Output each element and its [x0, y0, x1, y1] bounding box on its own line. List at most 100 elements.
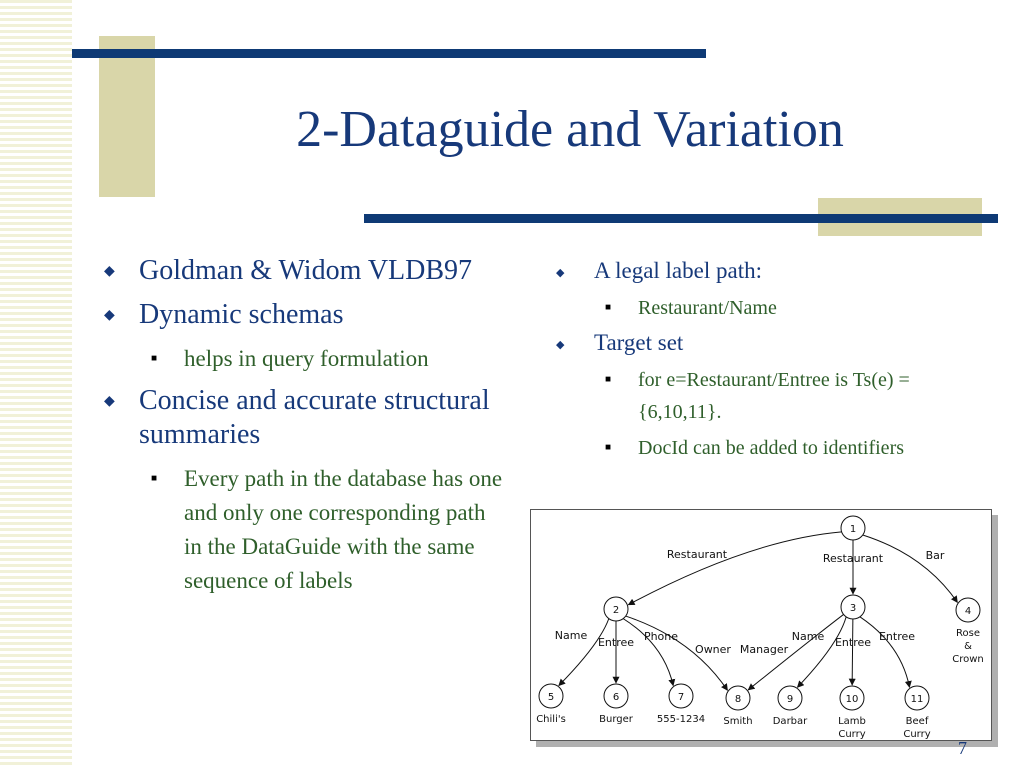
sub-bullet-text: for e=Restaurant/Entree is Ts(e) = {6,10…: [638, 369, 910, 423]
title-bottom-rule: [364, 214, 998, 223]
node-caption: Beef: [906, 716, 929, 727]
node-id: 4: [965, 606, 971, 617]
node-caption: Rose: [956, 628, 980, 639]
square-bullet-icon: ■: [605, 442, 612, 453]
node-caption: Chili's: [536, 714, 566, 725]
node-circle: [904, 685, 930, 711]
diamond-bullet-icon: ◆: [104, 308, 115, 323]
diamond-bullet-icon: ◆: [556, 267, 565, 279]
tree-edge-2-7: [622, 618, 676, 687]
node-caption: Curry: [838, 729, 865, 740]
tree-node-2: 2: [603, 596, 629, 622]
edge-label: Entree: [879, 630, 915, 643]
edge-label: Restaurant: [667, 548, 728, 561]
striped-margin-decoration: [0, 0, 72, 768]
node-circle: [840, 594, 866, 620]
node-caption: Curry: [903, 729, 930, 740]
node-id: 7: [678, 692, 684, 703]
node-circle: [603, 683, 629, 709]
right-bullet-column: ◆ A legal label path: ■ Restaurant/Name …: [556, 256, 996, 468]
edge-label: Entree: [835, 636, 871, 649]
sub-bullet-item: ■ helps in query formulation: [151, 342, 504, 376]
node-caption: Lamb: [838, 716, 866, 727]
node-circle: [725, 685, 751, 711]
bullet-item: ◆ Target set: [556, 328, 996, 358]
node-id: 10: [846, 694, 859, 705]
edge-label: Phone: [644, 630, 678, 643]
tree-node-3: 3: [840, 594, 866, 620]
bullet-text: Goldman & Widom VLDB97: [139, 255, 473, 286]
sub-bullet-item: ■ DocId can be added to identifiers: [605, 432, 996, 464]
edge-label: Restaurant: [823, 552, 884, 565]
node-id: 5: [548, 692, 554, 703]
bullet-item: ◆ Goldman & Widom VLDB97: [104, 254, 504, 288]
sub-bullet-text: Restaurant/Name: [638, 297, 777, 319]
node-caption: &: [964, 641, 972, 652]
node-id: 1: [850, 524, 856, 535]
edge-label: Bar: [926, 549, 945, 562]
node-id: 11: [911, 694, 924, 705]
node-circle: [777, 685, 803, 711]
sub-bullet-item: ■ Restaurant/Name: [605, 292, 996, 324]
tree-edge-3-11: [859, 616, 912, 689]
tree-edge-1-4: [862, 534, 958, 604]
slide-title: 2-Dataguide and Variation: [296, 101, 844, 158]
edge-label: Name: [555, 629, 588, 642]
node-circle: [840, 515, 866, 541]
node-circle: [603, 596, 629, 622]
tree-node-1: 1: [840, 515, 866, 541]
node-id: 3: [850, 603, 856, 614]
edge-label: Name: [792, 630, 825, 643]
diamond-bullet-icon: ◆: [104, 264, 115, 279]
diamond-bullet-icon: ◆: [104, 394, 115, 409]
tree-edge-3-8: [747, 614, 844, 691]
slide-number: 7: [958, 738, 967, 758]
tree-edge-2-8: [625, 615, 728, 691]
square-bullet-icon: ■: [151, 473, 158, 484]
sub-bullet-item: ■ for e=Restaurant/Entree is Ts(e) = {6,…: [605, 364, 996, 428]
bullet-item: ◆ Dynamic schemas: [104, 298, 504, 332]
bullet-item: ◆ A legal label path:: [556, 256, 996, 286]
sub-bullet-text: helps in query formulation: [184, 346, 429, 371]
title-top-rule: [72, 49, 706, 58]
node-caption: Burger: [599, 714, 634, 725]
sub-bullet-text: DocId can be added to identifiers: [638, 437, 905, 459]
bullet-text: Dynamic schemas: [139, 299, 344, 330]
bullet-text: A legal label path:: [594, 258, 762, 283]
square-bullet-icon: ■: [605, 302, 612, 313]
tree-edge-2-5: [558, 618, 610, 687]
sub-bullet-item: ■ Every path in the database has one and…: [151, 462, 504, 598]
node-circle: [668, 683, 694, 709]
square-bullet-icon: ■: [605, 374, 612, 385]
node-id: 8: [735, 694, 741, 705]
title-accent-block: [99, 36, 155, 197]
diamond-bullet-icon: ◆: [556, 339, 565, 351]
node-caption: 555-1234: [657, 714, 705, 725]
square-bullet-icon: ■: [151, 353, 158, 364]
node-caption: Crown: [952, 654, 984, 665]
edge-label: Owner: [695, 643, 731, 656]
node-caption: Smith: [723, 716, 752, 727]
node-id: 6: [613, 692, 619, 703]
bullet-text: Target set: [594, 330, 684, 355]
tree-node-7: 7 555-1234: [657, 683, 705, 725]
node-caption: Darbar: [773, 716, 808, 727]
tree-edge-3-10: [848, 618, 856, 686]
node-circle: [955, 597, 981, 623]
bullet-text: Concise and accurate structural summarie…: [139, 385, 490, 450]
node-circle: [538, 683, 564, 709]
edge-label: Manager: [740, 643, 789, 656]
node-circle: [839, 685, 865, 711]
node-id: 2: [613, 605, 619, 616]
edge-label: Entree: [598, 636, 634, 649]
bullet-item: ◆ Concise and accurate structural summar…: [104, 384, 504, 452]
